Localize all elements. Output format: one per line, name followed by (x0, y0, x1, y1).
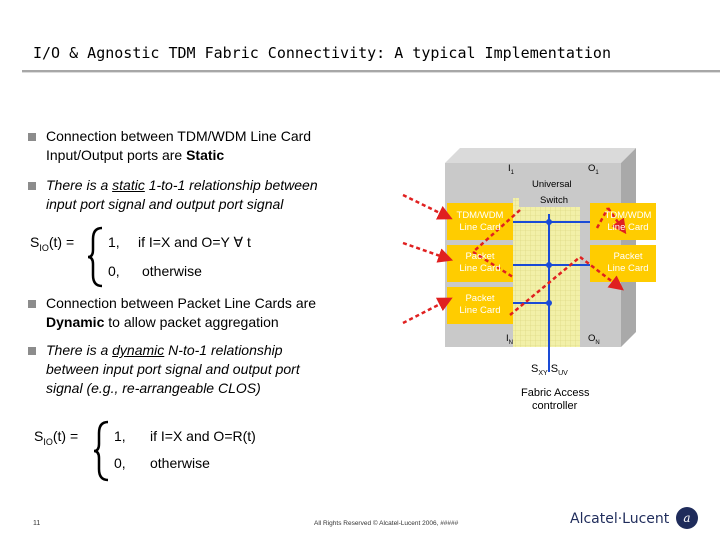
equation-1-case2-value: 0, (108, 263, 120, 279)
card-label-line2: Line Card (459, 222, 501, 233)
equation-1-brace (87, 226, 103, 288)
switch-label-line2: Switch (540, 195, 568, 206)
bullet-text: 1-to-1 relationship between (144, 177, 318, 193)
card-label-line2: Line Card (459, 305, 501, 316)
bullet-static-relationship: There is a static 1-to-1 relationship be… (28, 176, 380, 214)
bullet-text: to allow packet aggregation (104, 314, 279, 330)
equation-2-case1-condition: if I=X and O=R(t) (150, 428, 256, 444)
equation-1-case1-condition: if I=X and O=Y ∀ t (138, 234, 251, 250)
bullet-marker (28, 347, 36, 355)
copyright-footer: All Rights Reserved © Alcatel-Lucent 200… (314, 520, 459, 527)
title-rule (22, 70, 720, 72)
card-label-line2: Line Card (607, 263, 649, 274)
bullet-text: between input port signal and output por… (46, 361, 300, 377)
input-n-label: IN (506, 333, 513, 346)
bullet-text: signal (e.g., re-arrangeable CLOS) (46, 380, 261, 396)
bullet-underlined: static (112, 177, 145, 193)
equation-1-case2-condition: otherwise (142, 263, 202, 279)
equation-2-case2-condition: otherwise (150, 455, 210, 471)
left-card-tdm (447, 203, 513, 240)
title-rule-shadow (22, 72, 720, 73)
switch-label-line1: Universal (532, 179, 572, 190)
equation-2-lhs: SIO(t) = (34, 428, 79, 447)
bullet-marker (28, 133, 36, 141)
bullet-underlined: dynamic (112, 342, 165, 358)
company-logo-text: Alcatel·Lucent (570, 511, 670, 527)
chassis-top (445, 148, 636, 163)
fabric-path-2 (509, 256, 581, 316)
left-card-packet-1 (447, 245, 513, 282)
card-label-line1: Packet (465, 251, 495, 262)
bullet-dynamic-relationship: There is a dynamic N-to-1 relationship b… (28, 341, 380, 398)
equation-2-brace (93, 420, 109, 482)
bullet-dynamic-connection: Connection between Packet Line Cards are… (28, 294, 380, 332)
equation-2-case2-value: 0, (114, 455, 126, 471)
equation-1-lhs: SIO(t) = (30, 234, 75, 253)
input-arrow-1 (402, 193, 453, 220)
bullet-text: Input/Output ports are (46, 147, 187, 163)
fabric-diagram (402, 148, 656, 372)
bullet-text: Connection between TDM/WDM Line Card (46, 128, 312, 144)
bullet-static-connection: Connection between TDM/WDM Line Card Inp… (28, 127, 380, 165)
equation-2-case1-value: 1, (114, 428, 126, 444)
controller-label-line1: Fabric Access (521, 387, 590, 399)
output-1-label: O1 (588, 163, 599, 176)
bullet-emphasis: Static (186, 147, 225, 163)
output-n-label: ON (588, 333, 600, 346)
bullet-marker (28, 182, 36, 190)
card-label-line2: Line Card (459, 263, 501, 274)
bullet-marker (28, 300, 36, 308)
controller-signals: SXY SUV (531, 363, 568, 378)
bullet-text: There is a (46, 177, 113, 193)
card-label-line1: TDM/WDM (456, 210, 504, 221)
left-card-packet-2 (447, 287, 513, 324)
slide-title: I/O & Agnostic TDM Fabric Connectivity: … (33, 44, 611, 62)
input-1-label: I1 (508, 163, 514, 176)
fabric-path-1 (472, 209, 521, 253)
bullet-text: There is a (46, 342, 113, 358)
bullet-text: input port signal and output port signal (46, 196, 284, 212)
page-number: 11 (33, 520, 41, 527)
equation-1-case1-value: 1, (108, 234, 120, 250)
bullet-text: Connection between Packet Line Cards are (46, 295, 317, 311)
card-label-line1: Packet (465, 293, 495, 304)
input-arrow-2 (402, 241, 454, 263)
bullet-text: N-to-1 relationship (164, 342, 283, 358)
card-label-line1: Packet (613, 251, 643, 262)
bullet-emphasis: Dynamic (46, 314, 105, 330)
company-logo-icon: a (676, 507, 698, 529)
card-label-line1: TDM/WDM (604, 210, 652, 221)
card-label-line2: Line Card (607, 222, 649, 233)
input-arrow-3 (402, 297, 453, 325)
controller-label-line2: controller (532, 400, 578, 412)
